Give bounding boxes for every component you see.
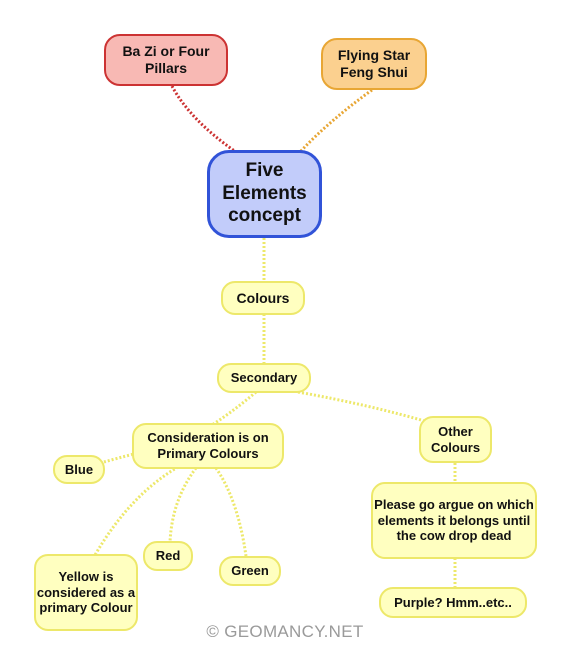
link-consideration bbox=[211, 390, 257, 427]
node-secondary: Secondary bbox=[217, 363, 311, 393]
link-other-colours bbox=[297, 390, 429, 424]
node-other-colours-label: Other Colours bbox=[430, 423, 481, 455]
node-colours-label: Colours bbox=[236, 289, 290, 306]
node-red: Red bbox=[143, 541, 193, 571]
node-flying-star: Flying Star Feng Shui bbox=[321, 38, 427, 90]
link-bazi bbox=[170, 85, 237, 154]
node-bazi-label: Ba Zi or Four Pillars bbox=[122, 43, 210, 76]
link-blue bbox=[103, 452, 135, 464]
node-argue-label: Please go argue on which elements it bel… bbox=[374, 497, 534, 544]
watermark: © GEOMANCY.NET bbox=[206, 622, 364, 641]
link-flying-star bbox=[298, 88, 373, 154]
node-bazi: Ba Zi or Four Pillars bbox=[104, 34, 228, 86]
node-blue: Blue bbox=[53, 455, 105, 484]
node-blue-label: Blue bbox=[64, 461, 94, 477]
node-consideration-label: Consideration is on Primary Colours bbox=[147, 430, 269, 461]
link-green bbox=[214, 467, 248, 557]
node-consideration: Consideration is on Primary Colours bbox=[132, 423, 284, 469]
node-green: Green bbox=[219, 556, 281, 586]
link-yellow bbox=[93, 465, 179, 556]
node-purple-label: Purple? Hmm..etc.. bbox=[394, 594, 512, 610]
node-other-colours: Other Colours bbox=[419, 416, 492, 463]
node-five-elements: Five Elements concept bbox=[207, 150, 322, 238]
node-red-label: Red bbox=[155, 548, 181, 564]
node-flying-star-label: Flying Star Feng Shui bbox=[337, 47, 411, 80]
node-green-label: Green bbox=[231, 563, 269, 579]
node-yellow: Yellow is considered as a primary Colour bbox=[34, 554, 138, 631]
node-purple: Purple? Hmm..etc.. bbox=[379, 587, 527, 618]
link-red bbox=[168, 467, 198, 543]
node-secondary-label: Secondary bbox=[230, 370, 298, 386]
node-colours: Colours bbox=[221, 281, 305, 315]
node-yellow-label: Yellow is considered as a primary Colour bbox=[36, 569, 136, 616]
node-five-elements-label: Five Elements concept bbox=[222, 160, 307, 227]
node-argue: Please go argue on which elements it bel… bbox=[371, 482, 537, 559]
